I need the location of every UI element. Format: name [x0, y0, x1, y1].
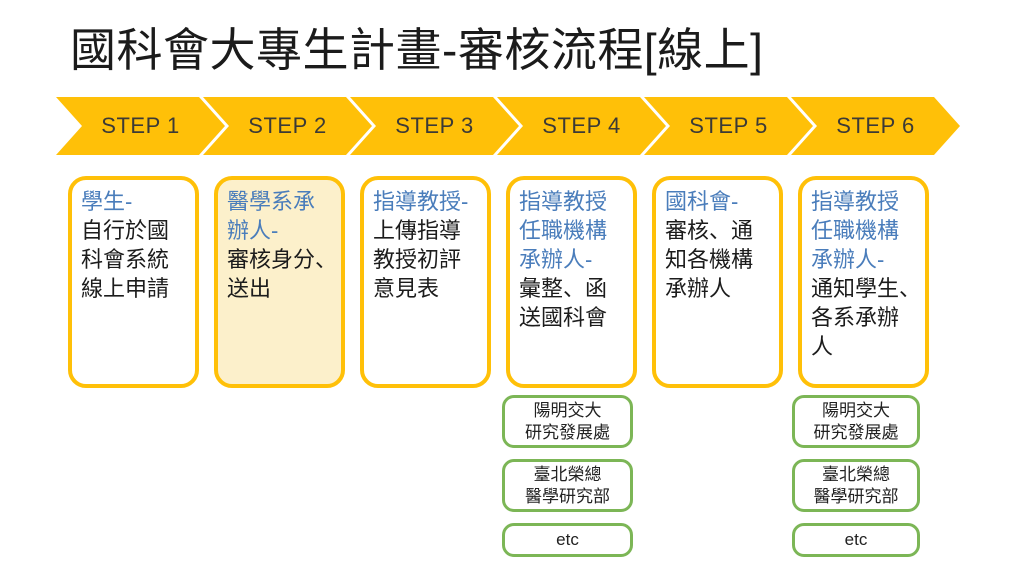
step-label-4: STEP 4 — [542, 113, 621, 138]
step-chevron-4: STEP 4 — [497, 97, 666, 155]
step-5-role: 國科會- — [665, 189, 739, 214]
step-chevron-2: STEP 2 — [203, 97, 372, 155]
step-3-role: 指導教授- — [373, 189, 469, 214]
step-chevron-5: STEP 5 — [644, 97, 813, 155]
step-label-1: STEP 1 — [101, 113, 180, 138]
step-box-2: 醫學系承 辦人- 審核身分、 送出 — [214, 176, 345, 388]
step-6-action: 通知學生、 各系承辦 人 — [811, 276, 922, 359]
step-label-2: STEP 2 — [248, 113, 327, 138]
step-box-4: 指導教授 任職機構 承辦人- 彙整、函 送國科會 — [506, 176, 637, 388]
org-box-etc: etc — [502, 523, 633, 557]
step-label-6: STEP 6 — [836, 113, 915, 138]
org-box-etc-label: etc — [844, 530, 868, 549]
org-box-nycu: 陽明交大 研究發展處 — [502, 395, 633, 448]
org-box-tpevgh-label: 臺北榮總 醫學研究部 — [525, 464, 610, 506]
org-box-nycu-label: 陽明交大 研究發展處 — [813, 400, 899, 442]
step-4-action: 彙整、函 送國科會 — [519, 276, 608, 330]
step-2-action: 審核身分、 送出 — [227, 247, 338, 301]
org-box-nycu: 陽明交大 研究發展處 — [792, 395, 920, 448]
step-2-role: 醫學系承 辦人- — [227, 189, 316, 243]
step-chevron-6: STEP 6 — [791, 97, 960, 155]
step-chevron-3: STEP 3 — [350, 97, 519, 155]
step-box-6: 指導教授 任職機構 承辦人- 通知學生、 各系承辦 人 — [798, 176, 929, 388]
org-box-etc-label: etc — [556, 530, 579, 549]
org-box-tpevgh-label: 臺北榮總 醫學研究部 — [813, 464, 899, 506]
org-stack-step4: 陽明交大 研究發展處 臺北榮總 醫學研究部 etc — [502, 395, 633, 568]
step-6-role: 指導教授 任職機構 承辦人- — [811, 189, 900, 272]
org-stack-step6: 陽明交大 研究發展處 臺北榮總 醫學研究部 etc — [792, 395, 920, 568]
step-label-5: STEP 5 — [689, 113, 768, 138]
org-box-nycu-label: 陽明交大 研究發展處 — [525, 400, 610, 442]
org-box-tpevgh: 臺北榮總 醫學研究部 — [792, 459, 920, 512]
step-1-role: 學生- — [81, 189, 133, 214]
page-title: 國科會大專生計畫-審核流程[線上] — [70, 24, 764, 76]
step-chevron-1: STEP 1 — [56, 97, 225, 155]
org-box-etc: etc — [792, 523, 920, 557]
org-box-tpevgh: 臺北榮總 醫學研究部 — [502, 459, 633, 512]
step-box-1: 學生- 自行於國 科會系統 線上申請 — [68, 176, 199, 388]
step-1-action: 自行於國 科會系統 線上申請 — [81, 218, 170, 301]
step-4-role: 指導教授 任職機構 承辦人- — [519, 189, 608, 272]
step-box-3: 指導教授- 上傳指導 教授初評 意見表 — [360, 176, 491, 388]
step-box-5: 國科會- 審核、通 知各機構 承辦人 — [652, 176, 783, 388]
step-3-action: 上傳指導 教授初評 意見表 — [373, 218, 462, 301]
step-5-action: 審核、通 知各機構 承辦人 — [665, 218, 754, 301]
step-label-3: STEP 3 — [395, 113, 474, 138]
